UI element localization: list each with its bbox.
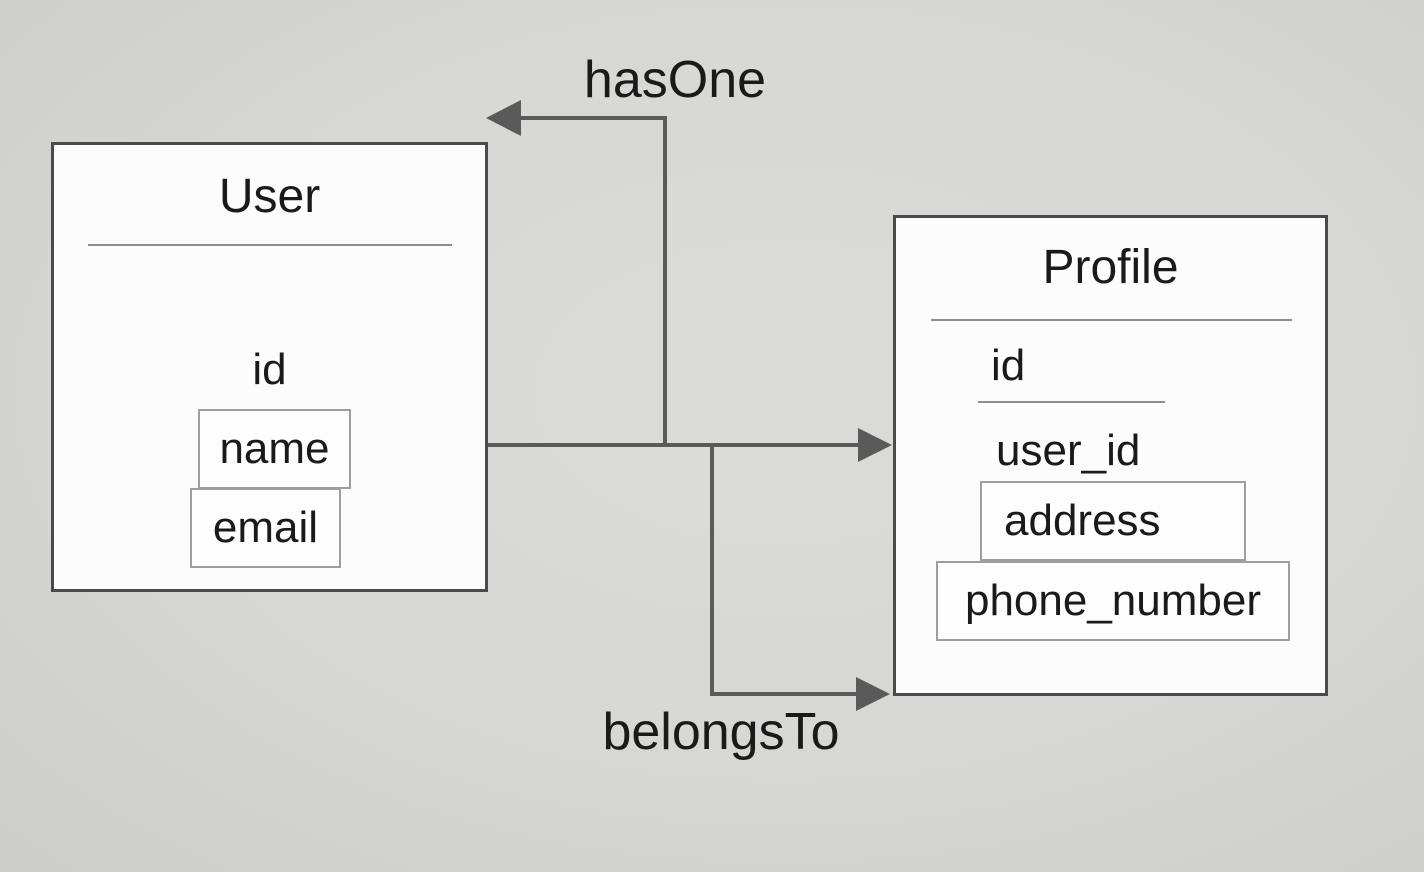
entity-user: User id name email xyxy=(51,142,488,592)
user-to-profile-arrowhead-right-icon xyxy=(858,428,892,462)
profile-field-user-id: user_id xyxy=(996,426,1141,475)
entity-profile-title-separator xyxy=(931,319,1292,321)
user-field-id: id xyxy=(252,345,287,394)
entity-user-title-separator xyxy=(88,244,452,246)
profile-id-separator xyxy=(978,401,1165,403)
profile-field-phone-number: phone_number xyxy=(936,561,1290,641)
user-field-email-label: email xyxy=(212,503,319,552)
hasone-arrowhead-left-icon xyxy=(486,100,521,136)
profile-field-address: address xyxy=(980,481,1246,561)
belongsto-arrowhead-right-icon xyxy=(856,677,890,711)
relation-label-hasone: hasOne xyxy=(583,51,767,109)
user-field-email: email xyxy=(190,488,341,568)
profile-field-id: id xyxy=(991,341,1026,390)
entity-profile: Profile id user_id address phone_number xyxy=(893,215,1328,696)
user-field-name: name xyxy=(198,409,351,489)
hasone-connector-line xyxy=(521,116,667,445)
entity-user-title: User xyxy=(218,170,321,223)
user-field-name-label: name xyxy=(219,424,330,473)
belongsto-connector-line xyxy=(710,445,858,696)
entity-profile-title: Profile xyxy=(1042,241,1179,294)
relation-label-belongsto: belongsTo xyxy=(602,703,840,761)
profile-field-address-label: address xyxy=(1004,496,1161,545)
profile-field-phone-number-label: phone_number xyxy=(964,576,1261,625)
